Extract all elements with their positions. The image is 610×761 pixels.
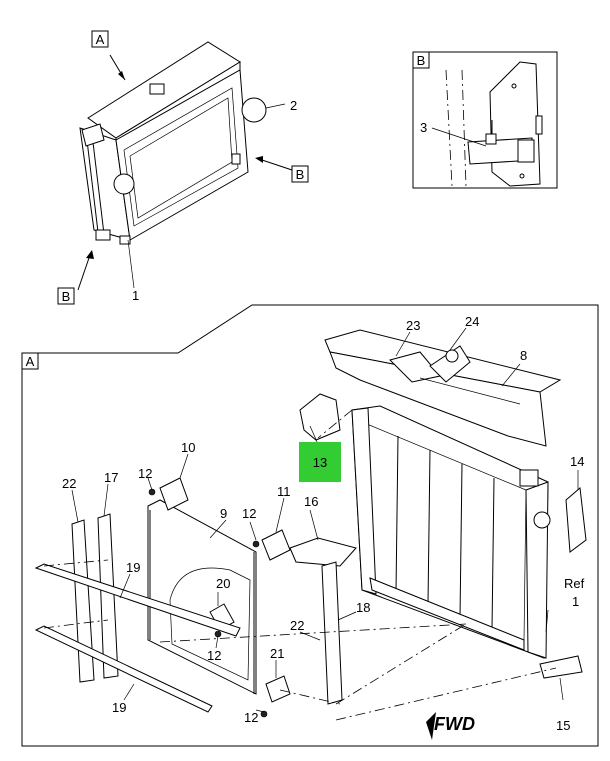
callout-13[interactable]: 13 <box>313 455 327 470</box>
callout-23: 23 <box>406 318 420 333</box>
alignment-lines <box>43 409 557 721</box>
highlight-13[interactable] <box>299 442 341 482</box>
leader-lines <box>71 327 579 713</box>
callout-ref: Ref <box>564 576 585 591</box>
callout-16: 16 <box>304 494 318 509</box>
rail-19-upper <box>34 563 241 637</box>
callout-20: 20 <box>216 576 230 591</box>
callout-9: 9 <box>220 506 227 521</box>
seal-18 <box>321 561 343 705</box>
view-box-b-right <box>291 165 309 183</box>
detail-a-frame <box>21 304 599 747</box>
bracket-16 <box>289 537 357 567</box>
seal-17 <box>97 513 119 679</box>
view-label-b-bottom: B <box>62 289 71 304</box>
callout-22-right: 22 <box>290 618 304 633</box>
panel-9 <box>147 499 257 695</box>
bracket-13 <box>299 393 341 441</box>
detail-a-tag: A <box>26 354 35 369</box>
callout-3: 3 <box>420 120 427 135</box>
fwd-arrow-icon <box>426 712 436 740</box>
view-label-a: A <box>96 32 105 47</box>
view-box-b-bottom <box>57 287 75 305</box>
callout-22-left: 22 <box>62 476 76 491</box>
callout-19-upper: 19 <box>126 560 140 575</box>
overview-assembly <box>77 41 293 291</box>
bracket-10 <box>159 477 189 511</box>
bracket-21 <box>265 675 291 703</box>
callout-18: 18 <box>356 600 370 615</box>
callout-14: 14 <box>570 454 584 469</box>
detail-b-tag-box <box>412 51 430 69</box>
callout-12-a: 12 <box>138 466 152 481</box>
callout-11: 11 <box>277 484 291 499</box>
bracket-11 <box>261 529 291 561</box>
detail-a-tag-box <box>21 352 39 370</box>
callout-12-d: 12 <box>244 710 258 725</box>
bracket-14 <box>565 487 587 553</box>
detail-b-tag: B <box>417 53 426 68</box>
radiator-core <box>351 405 551 659</box>
callout-19-lower: 19 <box>112 700 126 715</box>
callout-1: 1 <box>132 288 139 303</box>
screw-12-b <box>252 540 260 548</box>
shroud-assembly <box>324 329 562 447</box>
detail-b-drawing <box>431 61 543 187</box>
view-label-b-right: B <box>296 167 305 182</box>
callout-15: 15 <box>556 718 570 733</box>
bracket-15 <box>539 655 583 679</box>
callout-21: 21 <box>270 646 284 661</box>
callout-24: 24 <box>465 314 479 329</box>
rail-19-lower <box>34 625 213 713</box>
callout-17: 17 <box>104 470 118 485</box>
view-box-a <box>91 30 109 48</box>
callout-12-b: 12 <box>242 506 256 521</box>
detail-b-frame <box>412 51 558 189</box>
callout-10: 10 <box>181 440 195 455</box>
screw-12-d <box>260 710 268 718</box>
callout-ref-1: 1 <box>572 594 579 609</box>
callout-2: 2 <box>290 98 297 113</box>
fwd-label: FWD <box>434 714 475 734</box>
seal-22-left <box>71 519 95 683</box>
callout-12-c: 12 <box>207 648 221 663</box>
callout-8: 8 <box>520 348 527 363</box>
